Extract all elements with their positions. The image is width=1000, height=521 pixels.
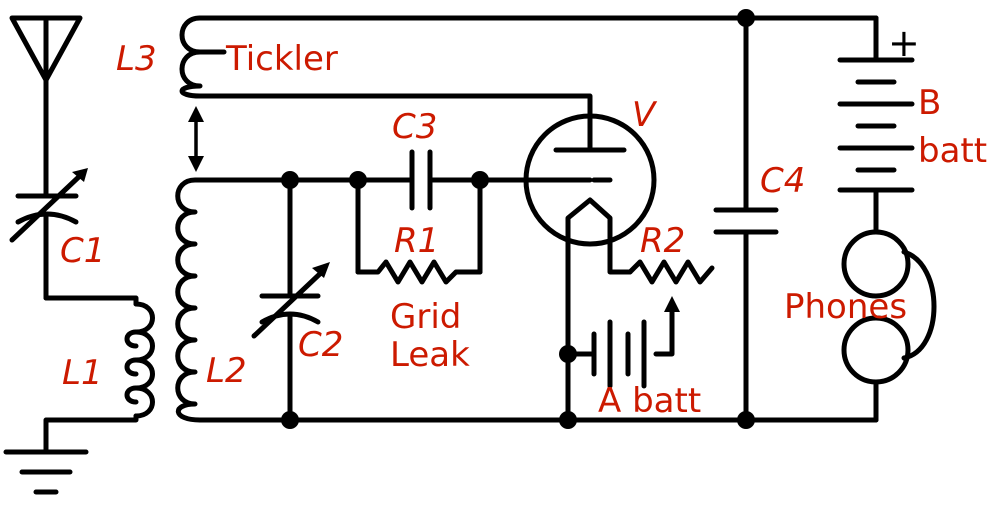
a-battery xyxy=(591,319,647,389)
label-l1: L1 xyxy=(62,353,103,393)
label-l2: L2 xyxy=(206,351,247,391)
junction-dots xyxy=(281,9,755,429)
b-battery xyxy=(837,57,915,235)
c1-variable-capacitor xyxy=(9,168,88,243)
antenna-symbol xyxy=(9,15,83,83)
label-v: V xyxy=(632,95,658,135)
vacuum-tube xyxy=(523,113,657,247)
ground-symbol xyxy=(3,449,89,495)
label-leak: Leak xyxy=(390,335,470,375)
c3-capacitor xyxy=(409,149,433,211)
coupling-arrow xyxy=(188,106,204,172)
l3-tickler-coil xyxy=(179,15,227,99)
c4-capacitor xyxy=(713,15,779,423)
label-b: B xyxy=(918,83,941,123)
plate-supply-wire xyxy=(197,15,879,63)
label-r2: R2 xyxy=(640,221,685,261)
label-plus: + xyxy=(888,21,920,65)
r1-grid-leak-resistor xyxy=(355,177,483,285)
label-r1: R1 xyxy=(394,221,439,261)
label-batt: batt xyxy=(918,131,987,171)
label-tickler: Tickler xyxy=(225,39,338,79)
label-phones: Phones xyxy=(784,287,907,327)
label-c4: C4 xyxy=(760,161,805,201)
label-c3: C3 xyxy=(392,107,437,147)
l1-coil xyxy=(124,301,155,419)
tickler-plate-wire xyxy=(197,93,593,151)
label-grid: Grid xyxy=(390,297,461,337)
label-c2: C2 xyxy=(298,325,343,365)
label-c1: C1 xyxy=(60,231,105,271)
l2-coil xyxy=(175,177,203,423)
headphones xyxy=(841,229,937,423)
label-l3: L3 xyxy=(116,39,157,79)
label-a-batt: A batt xyxy=(598,381,701,421)
c2-variable-capacitor xyxy=(251,177,330,423)
